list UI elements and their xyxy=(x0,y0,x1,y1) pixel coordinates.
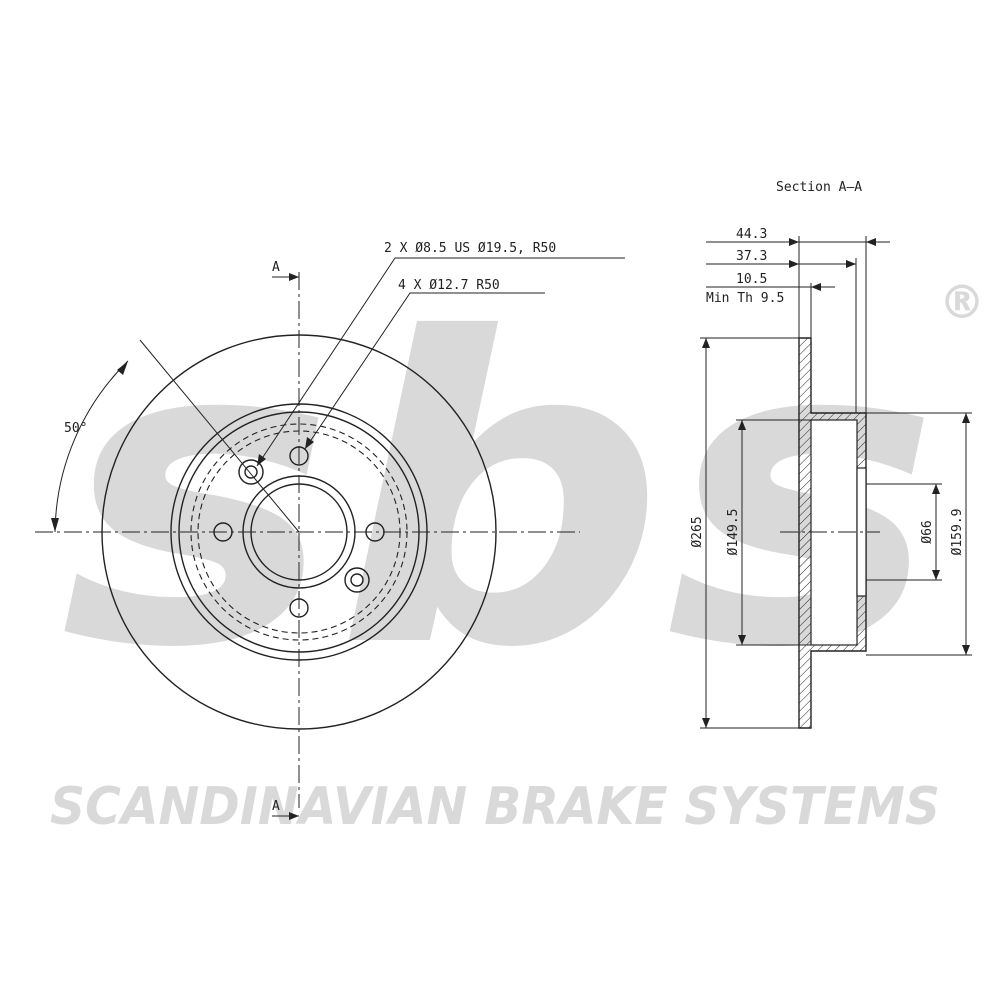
locating-hole-inner xyxy=(244,465,258,479)
callout-1-leader xyxy=(256,257,625,467)
callout-2-leader xyxy=(304,292,545,450)
section-mark-bottom: A xyxy=(272,799,280,814)
arc-arrow-top xyxy=(117,361,128,375)
section-title: Section A–A xyxy=(776,180,862,195)
dim-total-width: 44.3 xyxy=(736,227,767,242)
callout-1-label: 2 X Ø8.5 US Ø19.5, R50 xyxy=(384,241,556,256)
bolt-hole-top xyxy=(289,446,309,466)
front-view: 50° A A 2 X Ø8.5 US Ø19.5, R50 4 X Ø12.7… xyxy=(35,241,625,820)
brand-tagline: SCANDINAVIAN BRAKE SYSTEMS xyxy=(50,777,940,837)
section-view: Section A–A 44.3 37.3 10.5 Min Th 9.5 xyxy=(690,180,972,729)
hidden-hat-wall xyxy=(190,423,408,641)
hidden-hat-wall-inner xyxy=(197,430,401,634)
section-mark-top: A xyxy=(272,260,280,275)
logo-text: sbs xyxy=(60,251,940,740)
angle-radial-line xyxy=(139,339,300,533)
dim-hat-width: 37.3 xyxy=(736,249,767,264)
dim-hat-diameter: Ø149.5 xyxy=(726,509,741,556)
center-bore xyxy=(250,483,348,581)
dim-thickness: 10.5 xyxy=(736,272,767,287)
dim-center-bore: Ø66 xyxy=(920,520,935,543)
angle-label: 50° xyxy=(64,421,87,436)
locating-hole-inner-2 xyxy=(350,573,364,587)
outer-disc-edge xyxy=(101,334,497,730)
angle-arc xyxy=(54,360,129,533)
bolt-hole-bottom xyxy=(289,598,309,618)
bolt-hole-right xyxy=(365,522,385,542)
dim-hat-outer: Ø159.9 xyxy=(950,509,965,556)
sbs-watermark-logo: sbs ® xyxy=(60,251,985,740)
dim-min-thickness: Min Th 9.5 xyxy=(706,291,784,306)
locating-hole-outer-2 xyxy=(344,567,370,593)
center-bore-outer xyxy=(242,475,356,589)
bolt-hole-left xyxy=(213,522,233,542)
dim-outer-diameter: Ø265 xyxy=(690,516,705,547)
callout-2-label: 4 X Ø12.7 R50 xyxy=(398,278,500,293)
registered-mark: ® xyxy=(939,275,985,329)
arc-arrow-bottom xyxy=(51,518,59,532)
hat-inner-edge xyxy=(178,411,420,653)
locating-hole-outer xyxy=(238,459,264,485)
hat-outer-edge xyxy=(170,403,428,661)
